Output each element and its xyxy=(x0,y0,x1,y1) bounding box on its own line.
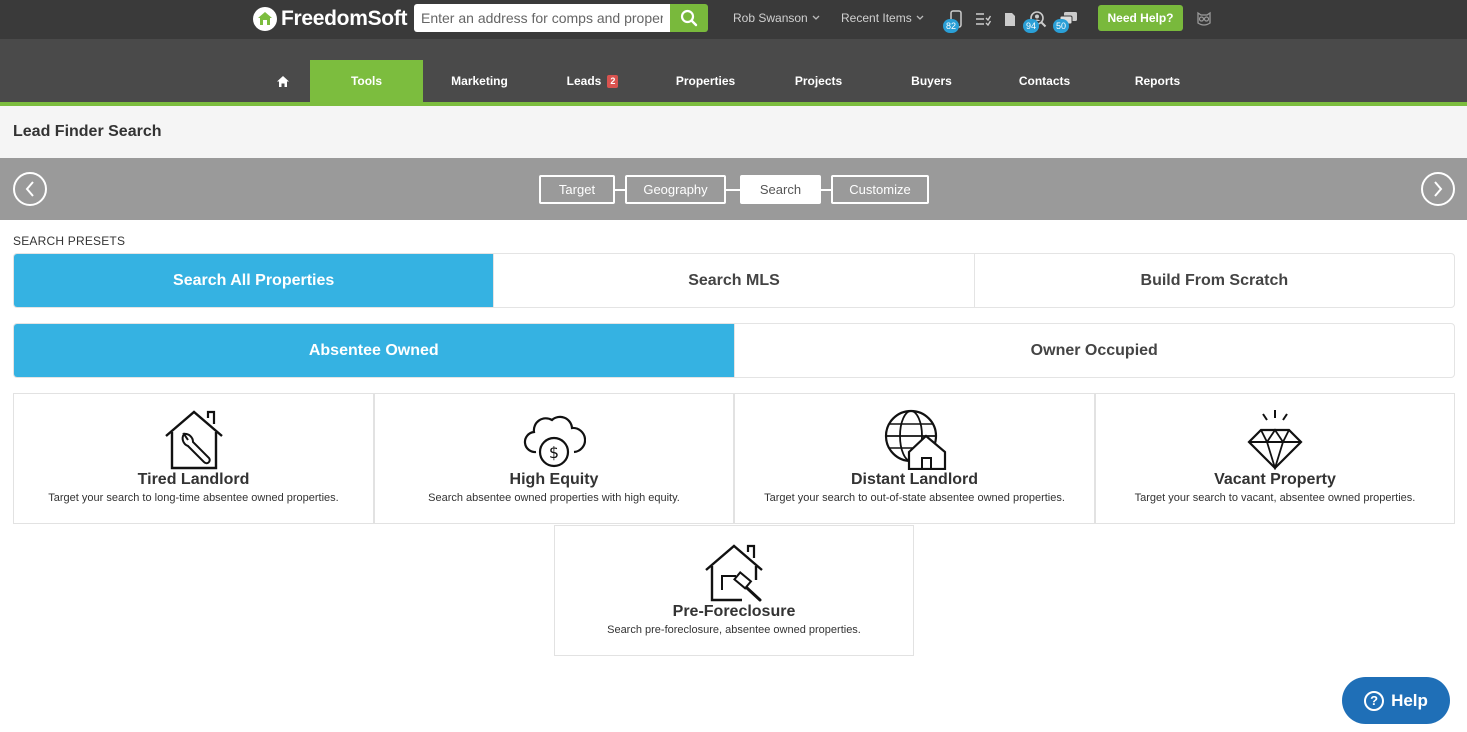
next-step-button[interactable] xyxy=(1421,172,1455,206)
nav-home[interactable] xyxy=(226,60,339,102)
chevron-down-icon xyxy=(916,15,924,20)
owl-icon[interactable] xyxy=(1194,9,1214,29)
step-search[interactable]: Search xyxy=(740,175,821,204)
address-search-input[interactable] xyxy=(414,4,670,32)
help-button[interactable]: ? Help xyxy=(1342,677,1450,724)
preset-search-all-properties[interactable]: Search All Properties xyxy=(14,254,495,307)
help-label: Help xyxy=(1391,690,1428,710)
document-icon[interactable] xyxy=(1000,9,1020,29)
card-tired-landlord[interactable]: Tired Landlord Target your search to lon… xyxy=(13,393,374,524)
freedomsoft-logo[interactable]: FreedomSoft xyxy=(253,6,408,32)
card-title: Tired Landlord xyxy=(137,471,250,488)
owner-type-absentee-owned[interactable]: Absentee Owned xyxy=(14,324,735,377)
step-connector xyxy=(615,189,625,191)
card-description: Search absentee owned properties with hi… xyxy=(428,492,680,504)
main-nav: Tools Marketing Leads 2 Properties Proje… xyxy=(0,39,1467,102)
nav-leads-label: Leads xyxy=(566,74,602,88)
diamond-icon xyxy=(1247,410,1303,470)
nav-projects[interactable]: Projects xyxy=(794,74,843,88)
step-customize[interactable]: Customize xyxy=(831,175,929,204)
question-icon: ? xyxy=(1364,690,1385,711)
chat-badge: 50 xyxy=(1053,19,1069,33)
nav-accent-stripe xyxy=(0,102,1467,106)
card-title: Vacant Property xyxy=(1214,471,1336,488)
recent-items-menu[interactable]: Recent Items xyxy=(841,11,924,25)
need-help-button[interactable]: Need Help? xyxy=(1098,5,1183,31)
chevron-down-icon xyxy=(812,15,820,20)
card-description: Target your search to out-of-state absen… xyxy=(764,492,1065,504)
top-bar: FreedomSoft Rob Swanson Recent Items 82 … xyxy=(0,0,1467,39)
page-title: Lead Finder Search xyxy=(13,123,162,140)
step-geography[interactable]: Geography xyxy=(625,175,726,204)
preset-search-mls[interactable]: Search MLS xyxy=(494,254,975,307)
step-connector xyxy=(726,189,740,191)
card-description: Target your search to vacant, absentee o… xyxy=(1134,492,1416,504)
nav-marketing[interactable]: Marketing xyxy=(451,74,508,88)
nav-properties[interactable]: Properties xyxy=(675,74,736,88)
leads-count-badge: 2 xyxy=(607,74,619,88)
chat-icon[interactable] xyxy=(1059,9,1079,29)
card-distant-landlord[interactable]: Distant Landlord Target your search to o… xyxy=(734,393,1095,524)
search-presets-label: SEARCH PRESETS xyxy=(13,234,126,248)
card-vacant-property[interactable]: Vacant Property Target your search to va… xyxy=(1095,393,1455,524)
card-title: Distant Landlord xyxy=(850,471,979,488)
logo-house-icon xyxy=(253,7,277,31)
card-high-equity[interactable]: $ High Equity Search absentee owned prop… xyxy=(374,393,734,524)
globe-house-icon xyxy=(884,409,946,470)
step-target[interactable]: Target xyxy=(539,175,615,204)
address-search xyxy=(414,4,708,32)
owner-type-selector: Absentee Owned Owner Occupied xyxy=(13,323,1455,378)
home-icon xyxy=(276,75,289,87)
preset-build-from-scratch[interactable]: Build From Scratch xyxy=(1140,271,1289,289)
house-gavel-icon xyxy=(705,544,763,602)
house-wrench-icon xyxy=(164,410,223,470)
user-name: Rob Swanson xyxy=(733,11,808,25)
step-connector xyxy=(821,189,831,191)
chevron-left-icon xyxy=(25,181,34,197)
chevron-right-icon xyxy=(1434,181,1443,197)
previous-step-button[interactable] xyxy=(13,172,47,206)
owner-type-owner-occupied[interactable]: Owner Occupied xyxy=(1030,341,1158,359)
card-pre-foreclosure[interactable]: Pre-Foreclosure Search pre-foreclosure, … xyxy=(554,525,914,656)
search-button[interactable] xyxy=(670,4,708,32)
nav-buyers[interactable]: Buyers xyxy=(911,74,952,88)
svg-text:$: $ xyxy=(549,443,559,462)
preset-selector: Search All Properties Search MLS Build F… xyxy=(13,253,1455,308)
nav-contacts[interactable]: Contacts xyxy=(1018,74,1071,88)
cloud-dollar-icon: $ xyxy=(523,415,586,468)
card-title: High Equity xyxy=(509,471,599,488)
nav-reports[interactable]: Reports xyxy=(1134,74,1181,88)
card-description: Search pre-foreclosure, absentee owned p… xyxy=(607,624,861,636)
people-search-badge: 94 xyxy=(1023,19,1039,33)
page-header: Lead Finder Search xyxy=(0,106,1467,158)
checklist-icon[interactable] xyxy=(973,9,993,29)
user-menu[interactable]: Rob Swanson xyxy=(733,11,820,25)
logo-text: FreedomSoft xyxy=(281,7,408,30)
nav-leads[interactable]: Leads 2 xyxy=(536,60,649,102)
wizard-steps-bar: Target Geography Search Customize xyxy=(0,158,1467,220)
search-icon xyxy=(680,9,698,27)
card-description: Target your search to long-time absentee… xyxy=(48,492,339,504)
phone-badge: 82 xyxy=(943,19,959,33)
card-title: Pre-Foreclosure xyxy=(672,603,796,620)
nav-tools[interactable]: Tools xyxy=(310,60,423,102)
recent-items-label: Recent Items xyxy=(841,11,912,25)
